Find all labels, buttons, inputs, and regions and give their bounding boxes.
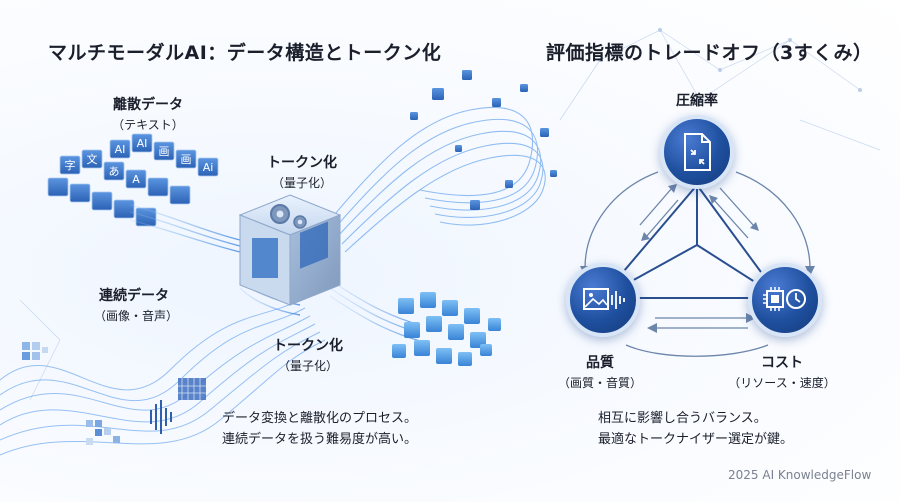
text-block — [109, 139, 131, 159]
continuous-label-sub: （画像・音声） — [94, 309, 179, 323]
pixel-squares — [22, 342, 120, 445]
gear-cube-icon — [238, 194, 342, 306]
text-block-glyph: 文 — [87, 152, 98, 166]
quality-label-main: 品質 — [586, 355, 614, 371]
text-block-glyph: A — [132, 173, 140, 186]
compression-node — [660, 115, 734, 189]
quality-label: 品質 （画質・音質） — [555, 352, 645, 391]
discrete-label: 離散データ （テキスト） — [108, 94, 188, 133]
text-block — [169, 185, 191, 205]
spectrogram — [178, 378, 206, 400]
token-bottom-label: トークン化 （量子化） — [268, 335, 348, 374]
token-top-label-sub: （量子化） — [271, 176, 332, 190]
text-block-glyph: 画 — [159, 145, 170, 158]
token-bottom-label-main: トークン化 — [273, 338, 343, 354]
chip-clock-icon — [763, 287, 806, 311]
token-bottom-label-sub: （量子化） — [277, 359, 338, 373]
text-block — [131, 133, 153, 153]
left-caption-line2: 連続データを扱う難易度が高い。 — [222, 432, 418, 447]
text-block — [81, 149, 103, 169]
token-grid-bottom — [392, 292, 501, 366]
cost-label-main: コスト — [761, 355, 803, 371]
network-dots — [598, 28, 862, 102]
cost-node — [748, 263, 822, 337]
text-block-glyph: 字 — [65, 158, 76, 172]
continuous-label-main: 連続データ — [99, 288, 169, 304]
left-caption-line1: データ変換と離散化のプロセス。 — [222, 411, 418, 426]
text-block-glyph: AI — [115, 143, 126, 156]
right-caption-line1: 相互に影響し合うバランス。 — [598, 411, 767, 426]
text-block — [59, 155, 81, 175]
output-swirl — [329, 106, 546, 253]
text-block — [91, 191, 113, 211]
text-block-glyph: あ — [109, 165, 120, 178]
cost-label-sub: （リソース・速度） — [728, 376, 836, 390]
token-top-label-main: トークン化 — [267, 155, 337, 171]
right-caption: 相互に影響し合うバランス。 最適なトークナイザー選定が鍵。 — [598, 408, 793, 450]
image-audio-icon — [583, 288, 625, 310]
continuous-label: 連続データ （画像・音声） — [94, 285, 179, 324]
quality-label-sub: （画質・音質） — [557, 376, 642, 390]
text-block — [197, 157, 219, 177]
discrete-label-sub: （テキスト） — [112, 118, 184, 132]
document-compress-icon — [684, 133, 711, 171]
compression-label: 圧縮率 — [676, 93, 718, 109]
text-block-glyph: Ai — [203, 161, 214, 174]
text-block — [147, 177, 169, 197]
discrete-blocks: AI AI 画画 Ai 字文あA — [47, 133, 219, 227]
left-title: マルチモーダルAI：データ構造とトークン化 — [48, 42, 442, 64]
left-caption: データ変換と離散化のプロセス。 連続データを扱う難易度が高い。 — [222, 408, 417, 450]
right-title: 評価指標のトレードオフ（3すくみ） — [546, 42, 873, 64]
text-block — [113, 199, 135, 219]
text-block — [69, 183, 91, 203]
right-caption-line2: 最適なトークナイザー選定が鍵。 — [598, 432, 794, 447]
footer-credit: 2025 AI KnowledgeFlow — [728, 468, 872, 482]
tradeoff-arrows — [580, 171, 815, 357]
text-block — [153, 141, 175, 161]
text-block — [175, 149, 197, 169]
text-block-glyph: AI — [137, 137, 148, 150]
token-top-label: トークン化 （量子化） — [262, 152, 342, 191]
audio-bars — [150, 400, 172, 434]
discrete-label-main: 離散データ — [113, 97, 183, 113]
cost-label: コスト （リソース・速度） — [722, 352, 842, 391]
text-block — [125, 169, 147, 189]
text-block — [103, 161, 125, 181]
text-block — [47, 177, 69, 197]
quality-node — [566, 263, 640, 337]
text-block-glyph: 画 — [181, 153, 192, 166]
floating-tokens-top — [410, 70, 557, 210]
